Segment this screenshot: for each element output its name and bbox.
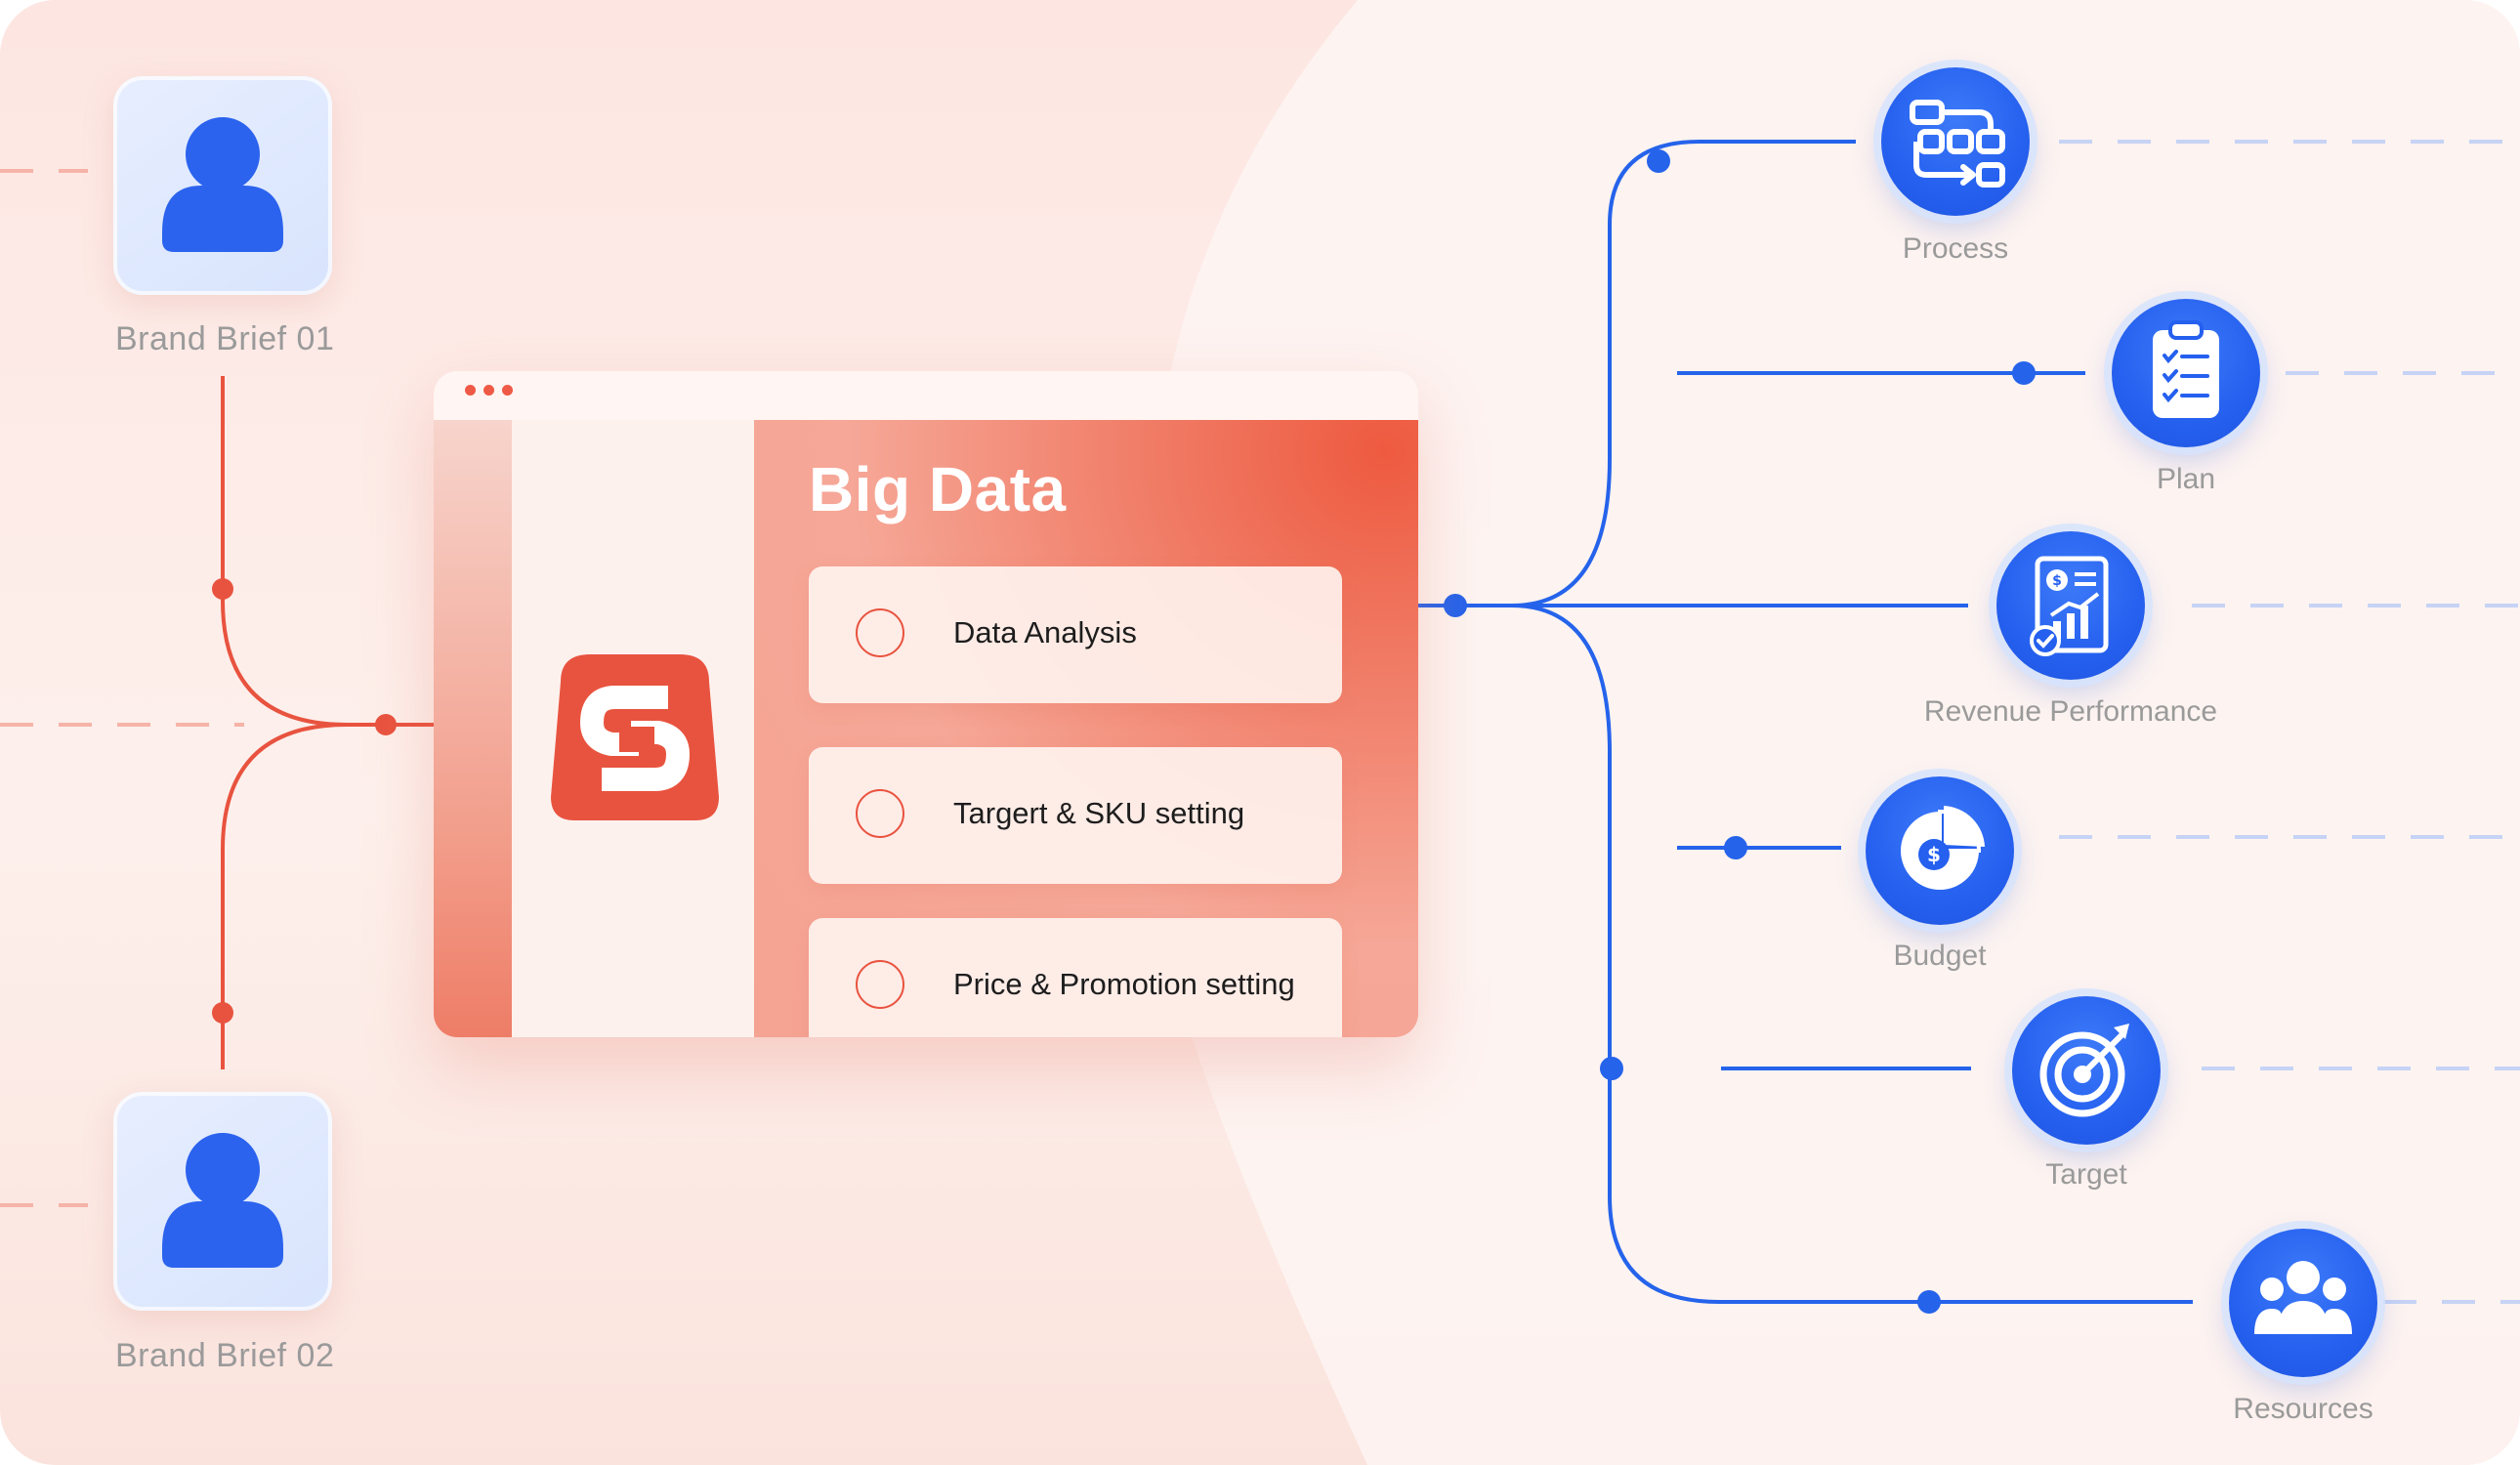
right-dashed-stubs: [2059, 140, 2520, 1304]
option-label: Price & Promotion setting: [953, 967, 1295, 1001]
svg-text:$: $: [1927, 843, 1941, 866]
brand-brief-01-card[interactable]: [113, 76, 332, 295]
resources-node[interactable]: [2229, 1229, 2377, 1377]
radio-button[interactable]: [856, 789, 904, 838]
brand-brief-01-label: Brand Brief 01: [115, 320, 335, 357]
budget-node[interactable]: $: [1866, 776, 2014, 925]
revenue-report-icon: $: [2030, 556, 2109, 656]
left-dashed-stubs: [0, 169, 244, 1207]
plan-label: Plan: [2156, 463, 2216, 495]
budget-pie-icon: $: [1901, 806, 1985, 890]
process-label: Process: [1902, 232, 2009, 265]
big-data-window: Big Data Data Analysis Targert & SKU set…: [434, 371, 1418, 1037]
person-icon: [162, 1133, 283, 1268]
right-connector-tree: [1418, 140, 2193, 1304]
radio-button[interactable]: [856, 608, 904, 657]
window-controls: [465, 385, 513, 396]
process-flow-icon: [1910, 100, 2005, 188]
big-data-panel: Big Data Data Analysis Targert & SKU set…: [754, 420, 1418, 1037]
left-connector-dots: [212, 578, 397, 1024]
person-icon: [162, 117, 283, 252]
clipboard-checklist-icon: [2153, 320, 2219, 418]
brand-brief-02-label: Brand Brief 02: [115, 1337, 335, 1374]
window-dot[interactable]: [502, 385, 513, 396]
left-connector: [221, 376, 434, 1069]
brand-brief-02-card[interactable]: [113, 1092, 332, 1311]
window-dot[interactable]: [483, 385, 494, 396]
option-target-sku-setting[interactable]: Targert & SKU setting: [809, 747, 1342, 884]
target-icon: [2039, 1024, 2129, 1117]
revenue-performance-label: Revenue Performance: [1923, 695, 2218, 728]
window-dot[interactable]: [465, 385, 476, 396]
revenue-performance-node[interactable]: $: [1996, 531, 2145, 680]
budget-label: Budget: [1893, 940, 1987, 972]
right-connector-dots: [1444, 149, 2036, 1314]
target-node[interactable]: [2012, 996, 2161, 1145]
plan-node[interactable]: [2112, 299, 2260, 447]
people-group-icon: [2254, 1261, 2352, 1334]
resources-label: Resources: [2233, 1393, 2373, 1425]
panel-title: Big Data: [809, 454, 1067, 524]
option-label: Data Analysis: [953, 615, 1137, 649]
process-node[interactable]: [1881, 67, 2030, 216]
option-data-analysis[interactable]: Data Analysis: [809, 566, 1342, 703]
option-price-promotion-setting[interactable]: Price & Promotion setting: [809, 918, 1342, 1037]
target-label: Target: [2045, 1158, 2127, 1191]
window-left-strip: [434, 420, 512, 1037]
svg-text:$: $: [2052, 573, 2062, 589]
radio-button[interactable]: [856, 960, 904, 1009]
option-label: Targert & SKU setting: [953, 796, 1245, 830]
brand-logo-icon: [551, 654, 719, 820]
